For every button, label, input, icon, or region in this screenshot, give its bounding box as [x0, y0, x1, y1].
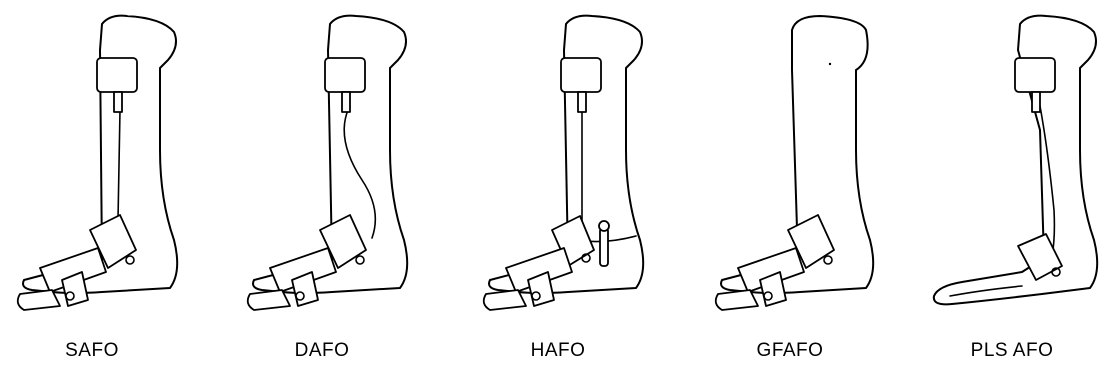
dafo-drawing — [232, 10, 412, 310]
plsafo-svg — [922, 10, 1102, 310]
label-dafo: DAFO — [232, 340, 412, 362]
safo-drawing — [2, 10, 182, 310]
plsafo-calf-strap — [1015, 58, 1055, 92]
gfafo-svg — [700, 10, 880, 310]
safo-calf-strap — [97, 58, 137, 92]
hafo-hinge-head — [599, 221, 609, 231]
plsafo-drawing — [922, 10, 1102, 310]
label-safo: SAFO — [2, 340, 182, 362]
safo-calf-strap-tab — [114, 92, 122, 112]
hafo-calf-strap — [561, 58, 601, 92]
gfafo-dot — [829, 63, 831, 65]
label-gfafo: GFAFO — [700, 340, 880, 362]
dafo-calf-strap-tab — [342, 92, 350, 112]
plsafo-calf-strap-tab — [1032, 92, 1040, 112]
hafo-hinge-pin — [600, 228, 608, 266]
dafo-calf-strap — [325, 58, 365, 92]
dafo-svg — [232, 10, 412, 310]
hafo-drawing — [468, 10, 648, 310]
hafo-calf-strap-tab — [578, 92, 586, 112]
hafo-toe-plate — [484, 290, 526, 310]
dafo-toe-plate — [248, 290, 290, 310]
label-plsafo: PLS AFO — [922, 340, 1102, 362]
hafo-svg — [468, 10, 648, 310]
gfafo-toe-plate — [716, 290, 758, 310]
gfafo-drawing — [700, 10, 880, 310]
safo-svg — [2, 10, 182, 310]
safo-toe-plate — [18, 290, 60, 310]
label-hafo: HAFO — [468, 340, 648, 362]
